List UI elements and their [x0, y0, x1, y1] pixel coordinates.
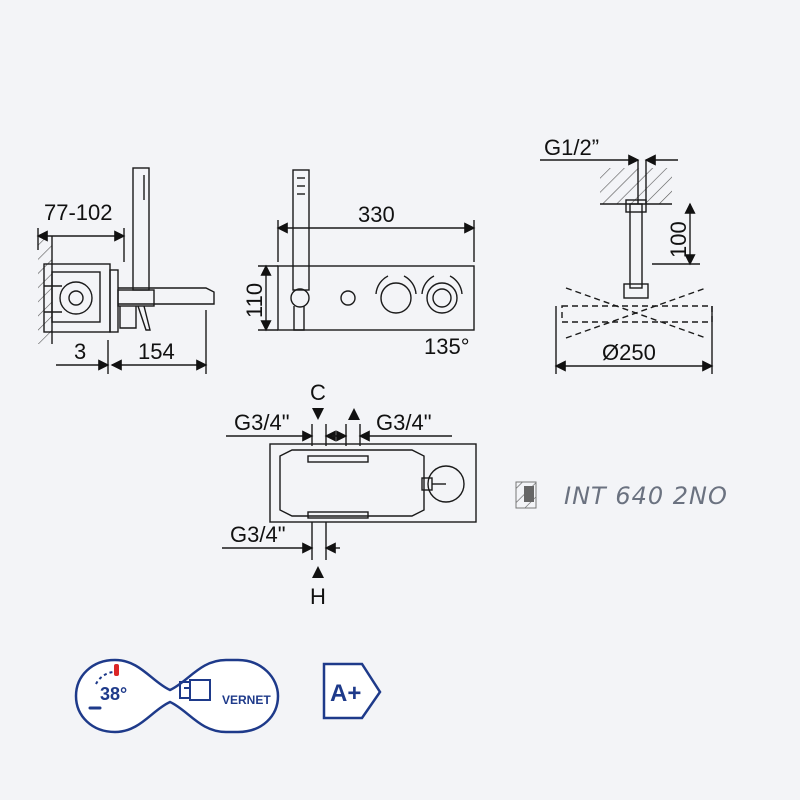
rotation-label: 135°	[424, 334, 470, 359]
valve-icon	[179, 679, 211, 701]
thermometer-icon	[114, 664, 119, 676]
head-diameter-label: Ø250	[602, 340, 656, 365]
energy-class-label: A+	[330, 680, 361, 707]
energy-class-badge	[322, 662, 382, 720]
brand-label: VERNET	[222, 693, 271, 707]
spout-length-label: 154	[138, 339, 175, 364]
front-view	[258, 169, 476, 332]
outlet-arrow-icon	[348, 408, 360, 420]
thermostat-badge	[74, 658, 280, 734]
product-code: INT 640 2NO	[564, 482, 728, 510]
side-view	[36, 167, 215, 374]
wall-depth-label: 77-102	[44, 200, 113, 225]
front-height-label: 110	[242, 283, 267, 318]
cold-label: C	[310, 380, 326, 405]
shower-head-view	[540, 154, 714, 374]
offset-label: 3	[74, 339, 86, 364]
front-width-label: 330	[358, 202, 395, 227]
hot-arrow-icon	[312, 566, 324, 578]
installation-type-icon	[515, 481, 537, 509]
inlet-bottom-label: G3/4"	[230, 522, 286, 547]
rough-in-view	[222, 424, 477, 560]
hot-label: H	[310, 584, 326, 609]
cold-arrow-icon	[312, 408, 324, 420]
inlet-right-label: G3/4"	[376, 410, 432, 435]
inlet-left-label: G3/4"	[234, 410, 290, 435]
thread-size-label: G1/2”	[544, 135, 599, 160]
temperature-label: 38°	[100, 684, 127, 704]
arm-length-label: 100	[666, 221, 691, 258]
